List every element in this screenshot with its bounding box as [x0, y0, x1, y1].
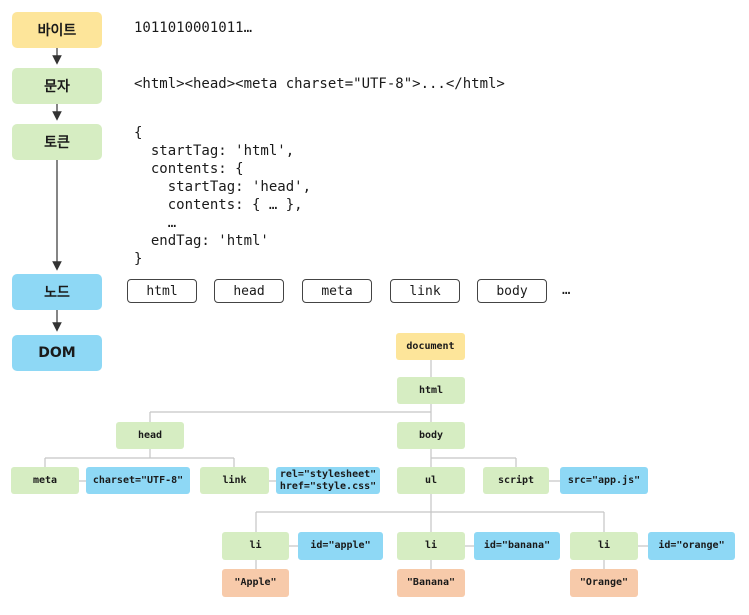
- tree-text-apple: "Apple": [222, 569, 289, 597]
- tree-meta: meta: [11, 467, 79, 494]
- token-line: endTag: 'html': [134, 233, 269, 249]
- tree-li-1-attr: id="apple": [298, 532, 383, 560]
- stage-bytes: 바이트: [12, 12, 102, 48]
- node-html: html: [127, 279, 197, 303]
- token-line: startTag: 'html',: [134, 143, 295, 159]
- token-line: {: [134, 125, 143, 141]
- tree-script-attr: src="app.js": [560, 467, 648, 494]
- node-body: body: [477, 279, 547, 303]
- tree-text-orange: "Orange": [570, 569, 638, 597]
- stage-nodes: 노드: [12, 274, 102, 310]
- tree-li-3: li: [570, 532, 638, 560]
- tree-meta-attr: charset="UTF-8": [86, 467, 190, 494]
- tree-body: body: [397, 422, 465, 449]
- tree-document: document: [396, 333, 465, 360]
- token-line: }: [134, 251, 143, 267]
- tree-link-attr-href: href="style.css": [279, 480, 377, 492]
- token-line: startTag: 'head',: [134, 179, 312, 195]
- node-ellipsis: …: [562, 282, 571, 298]
- stage-dom: DOM: [12, 335, 102, 371]
- chars-text: <html><head><meta charset="UTF-8">...</h…: [134, 76, 505, 92]
- tree-html: html: [397, 377, 465, 404]
- tree-li-1: li: [222, 532, 289, 560]
- tree-ul: ul: [397, 467, 465, 494]
- node-link: link: [390, 279, 460, 303]
- tree-li-2: li: [397, 532, 465, 560]
- tree-link-attr: rel="stylesheet" href="style.css": [276, 467, 380, 494]
- node-head: head: [214, 279, 284, 303]
- token-line: …: [134, 215, 177, 231]
- stage-chars: 문자: [12, 68, 102, 104]
- token-line: contents: {: [134, 161, 244, 177]
- tree-li-3-attr: id="orange": [648, 532, 735, 560]
- tree-link: link: [200, 467, 269, 494]
- tree-li-2-attr: id="banana": [474, 532, 560, 560]
- node-meta: meta: [302, 279, 372, 303]
- tree-script: script: [483, 467, 549, 494]
- bytes-text: 1011010001011…: [134, 20, 253, 36]
- tree-head: head: [116, 422, 184, 449]
- tree-text-banana: "Banana": [397, 569, 465, 597]
- tree-link-attr-rel: rel="stylesheet": [279, 468, 377, 480]
- stage-tokens: 토큰: [12, 124, 102, 160]
- token-code: { startTag: 'html', contents: { startTag…: [134, 124, 311, 268]
- token-line: contents: { … },: [134, 197, 303, 213]
